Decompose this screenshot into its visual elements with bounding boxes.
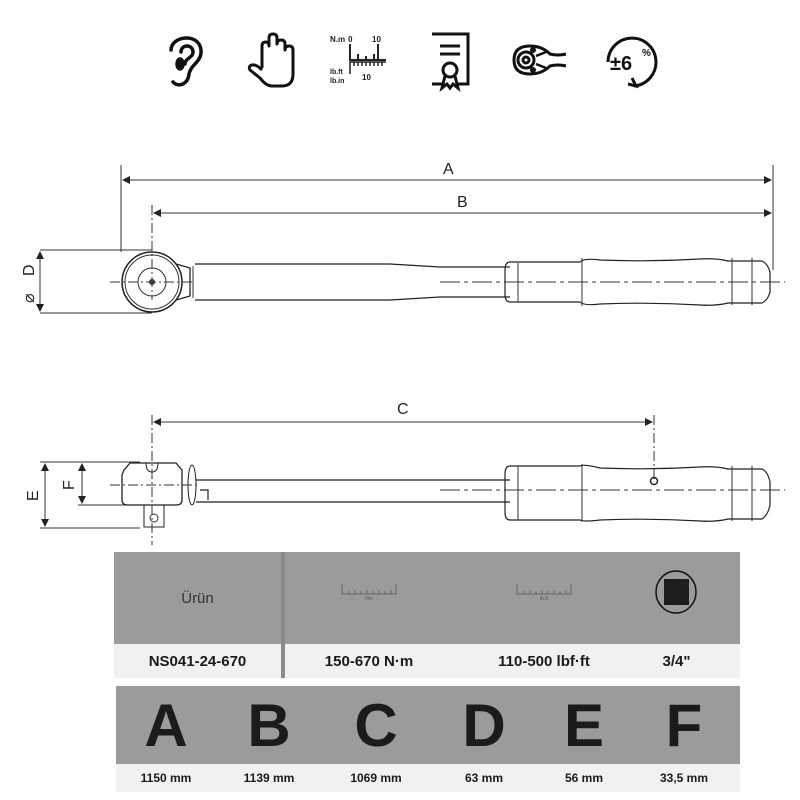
dim-header-e: E bbox=[563, 691, 605, 759]
spec-table-header: Ürün Nm lb.ft bbox=[114, 552, 740, 644]
dim-label-b: B bbox=[457, 194, 468, 211]
dim-value-d: 63 mm bbox=[464, 771, 504, 785]
nm-scale-icon: Nm bbox=[324, 572, 414, 612]
dim-value-f: 33,5 mm bbox=[659, 771, 709, 785]
svg-text:±6: ±6 bbox=[610, 53, 632, 75]
dim-value-b: 1139 mm bbox=[243, 771, 295, 785]
hand-icon bbox=[242, 28, 302, 92]
svg-text:N.m: N.m bbox=[330, 35, 345, 44]
dim-header-a: A bbox=[144, 691, 188, 759]
drive-size: 3/4" bbox=[662, 652, 691, 670]
square-drive-icon bbox=[654, 570, 698, 614]
dimension-table-header: A B C D E F bbox=[116, 686, 740, 764]
dim-header-c: C bbox=[354, 691, 398, 759]
dim-value-e: 56 mm bbox=[564, 771, 604, 785]
dim-label-f: F bbox=[61, 480, 78, 490]
ear-icon bbox=[155, 28, 215, 92]
technical-drawing: A B C D ⌀ E F bbox=[21, 161, 785, 545]
dual-scale-icon: N.m 0 10 lb.ft lb.in 10 bbox=[328, 28, 392, 92]
dim-value-a: 1150 mm bbox=[140, 771, 192, 785]
product-code: NS041-24-670 bbox=[148, 652, 247, 670]
product-header: Ürün bbox=[181, 589, 214, 607]
dim-header-b: B bbox=[247, 691, 291, 759]
svg-text:%: % bbox=[642, 48, 651, 59]
svg-text:10: 10 bbox=[362, 73, 371, 82]
torque-range-lbf: 110-500 lbf·ft bbox=[498, 652, 590, 670]
dim-label-a: A bbox=[443, 161, 454, 178]
dim-header-d: D bbox=[462, 691, 506, 759]
svg-text:10: 10 bbox=[372, 35, 381, 44]
svg-text:0: 0 bbox=[348, 35, 353, 44]
certificate-icon bbox=[420, 28, 480, 92]
dim-label-d: D bbox=[21, 264, 38, 276]
diameter-symbol: ⌀ bbox=[21, 293, 38, 303]
ratchet-head-icon bbox=[506, 28, 570, 92]
svg-text:lb.in: lb.in bbox=[330, 78, 344, 85]
dim-value-c: 1069 mm bbox=[350, 771, 402, 785]
dim-label-e: E bbox=[25, 490, 42, 501]
dim-header-f: F bbox=[665, 691, 703, 759]
spec-table-row: NS041-24-670 150-670 N·m 110-500 lbf·ft … bbox=[114, 644, 740, 678]
dim-label-c: C bbox=[397, 401, 409, 418]
torque-range-nm: 150-670 N·m bbox=[324, 652, 414, 670]
lbf-scale-icon: lb.ft bbox=[499, 572, 589, 612]
svg-text:lb.ft: lb.ft bbox=[330, 69, 343, 76]
spec-table-divider bbox=[281, 552, 285, 678]
dimension-table-row: 1150 mm 1139 mm 1069 mm 63 mm 56 mm 33,5… bbox=[116, 764, 740, 792]
accuracy-icon: ±6 % bbox=[598, 28, 662, 92]
